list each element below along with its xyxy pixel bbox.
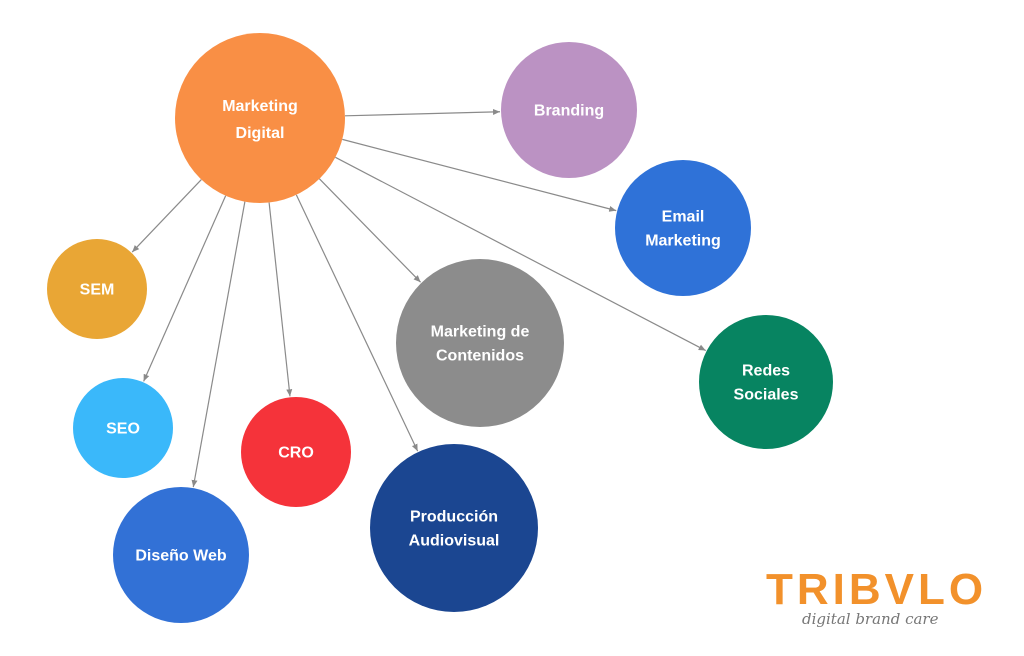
node-label: SEM [80, 282, 115, 299]
node-circle [73, 378, 173, 478]
edge-root-audiovisual [295, 194, 419, 452]
edge-root-contenidos [318, 178, 422, 283]
node-circle [175, 33, 345, 203]
node-cro: CRO [241, 397, 351, 507]
edge-root-email [342, 138, 617, 212]
node-label: Diseño Web [135, 548, 227, 565]
edge-root-diseno [191, 201, 246, 488]
node-circle [501, 42, 637, 178]
node-label: Sociales [734, 387, 799, 404]
node-label: Email [662, 209, 705, 226]
node-circle [241, 397, 351, 507]
node-label: Contenidos [436, 348, 524, 365]
node-label: Marketing [645, 233, 721, 250]
logo-tagline: digital brand care [802, 610, 939, 628]
node-circle [396, 259, 564, 427]
node-circle [113, 487, 249, 623]
node-label: Audiovisual [409, 533, 500, 550]
node-label: Marketing [222, 98, 298, 115]
node-circle [370, 444, 538, 612]
node-label: CRO [278, 445, 314, 462]
node-circle [47, 239, 147, 339]
node-label: Digital [236, 125, 285, 142]
tribvlo-logo: TRIBVLO digital brand care [766, 565, 988, 638]
edge-root-sem [131, 179, 202, 253]
node-circle [699, 315, 833, 449]
edge-root-seo [143, 195, 227, 382]
logo-wordmark: TRIBVLO [766, 565, 988, 614]
edge-root-redes [335, 156, 706, 352]
node-label: Redes [742, 363, 790, 380]
node-branding: Branding [501, 42, 637, 178]
node-diseno: Diseño Web [113, 487, 249, 623]
node-contenidos: Marketing de Contenidos [396, 259, 564, 427]
node-sem: SEM [47, 239, 147, 339]
node-label: Branding [534, 103, 604, 120]
node-circle [615, 160, 751, 296]
node-label: Producción [410, 509, 498, 526]
edge-root-cro [268, 202, 293, 397]
node-seo: SEO [73, 378, 173, 478]
edge-root-branding [344, 108, 501, 117]
node-label: SEO [106, 421, 140, 438]
node-label: Marketing de [431, 324, 530, 341]
